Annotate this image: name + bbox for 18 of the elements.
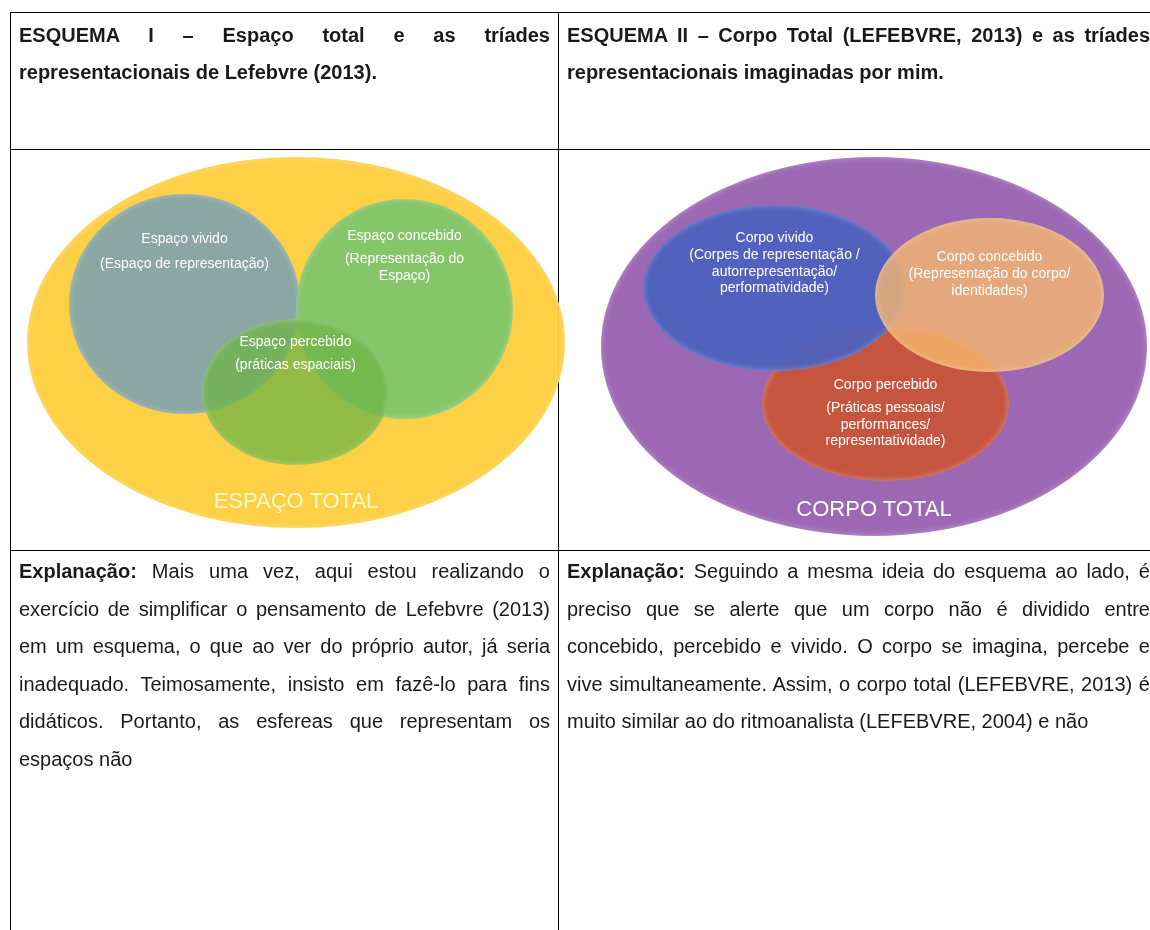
ellipse-subtitle: (práticas espaciais) — [234, 355, 357, 373]
ellipse-title: Corpo vivido — [734, 229, 815, 246]
ellipse-title: Corpo concebido — [935, 248, 1044, 265]
ellipse-label: ESPAÇO TOTAL — [212, 487, 380, 514]
ellipse-title: Espaço concebido — [346, 227, 463, 244]
ellipse-subtitle: (Representação do corpo/ identidades) — [907, 264, 1072, 299]
explanation-paragraph: Explanação: Mais uma vez, aqui estou realizando o exercício de simplificar o pensamento de Lefebvre (2013) em um esquema, o que ao ver do próprio autor, já seria inadequado. Teimosamente, insisto em fazê-lo para fins didáticos. Portanto, as esfereas que representam os espaços não — [19, 559, 550, 772]
ellipse-subtitle: (Práticas pessoais/ performances/ representatividade) — [824, 398, 947, 450]
ellipse-subtitle: (Representação do Espaço) — [343, 249, 466, 284]
ellipse-title: Corpo percebido — [832, 376, 939, 393]
ellipse-label: CORPO TOTAL — [795, 495, 953, 522]
ellipse-title: Espaço percebido — [238, 333, 353, 350]
table-heading: ESQUEMA I – Espaço total e as tríades representacionais de Lefebvre (2013). — [19, 23, 550, 85]
ellipse-subtitle: (Corpes de representação / autorrepresentação/ performatividade) — [688, 245, 861, 297]
explanation-paragraph: Explanação: Seguindo a mesma ideia do esquema ao lado, é preciso que se alerte que um corpo não é dividido entre concebido, percebido e vivido. O corpo se imagina, percebe e vive simultaneamente. Assim, o corpo total (LEFEBVRE, 2013) é muito similar ao do ritmoanalista (LEFEBVRE, 2004) e não — [567, 559, 1150, 735]
ellipse-subtitle: (Espaço de representação) — [99, 254, 270, 272]
ellipse-title: Espaço vivido — [140, 230, 229, 247]
table-heading: ESQUEMA II – Corpo Total (LEFEBVRE, 2013) e as tríades representacionais imaginadas por mim. — [567, 23, 1150, 85]
